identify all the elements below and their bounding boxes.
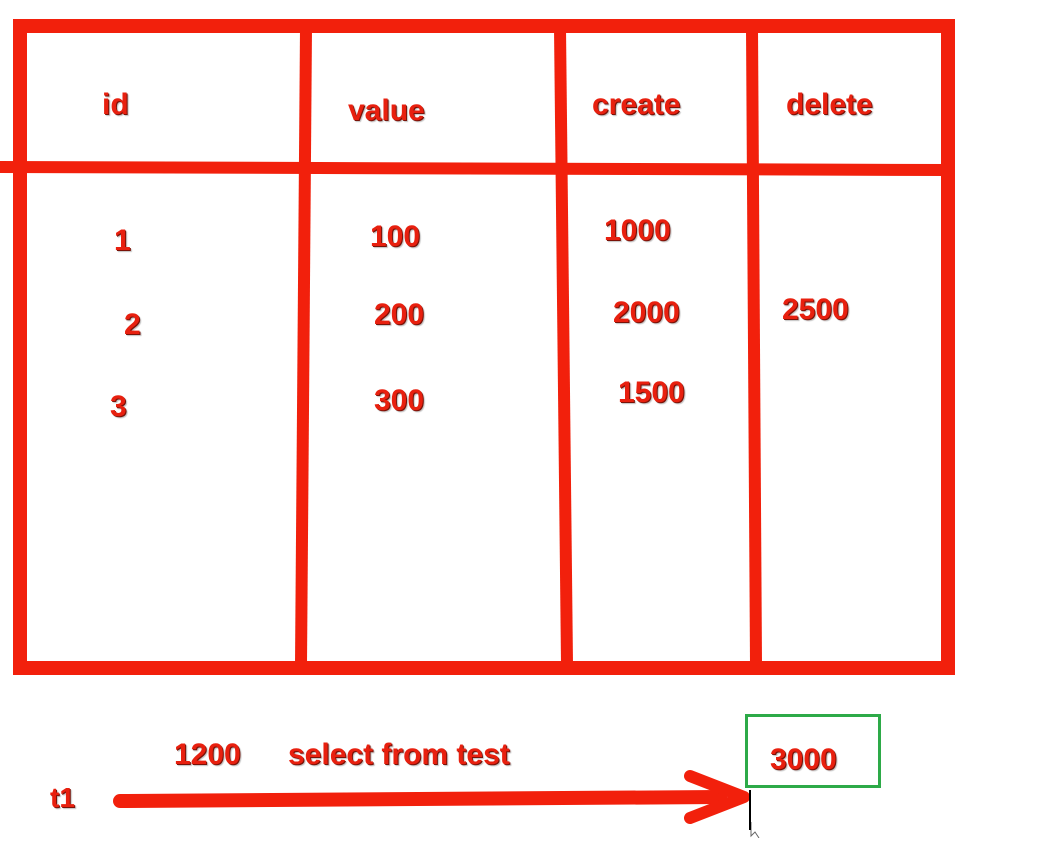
timeline-time: 1200: [174, 738, 241, 771]
row-1-create: 1000: [604, 214, 671, 247]
row-2-value: 200: [374, 298, 425, 331]
header-separator: [0, 161, 954, 176]
row-2-create: 2000: [613, 296, 680, 329]
timeline-arrowhead: [684, 770, 750, 824]
column-divider-3: [746, 27, 762, 665]
header-id: id: [102, 88, 129, 121]
highlight-box: [745, 714, 881, 788]
timeline-arrow-shaft: [113, 790, 727, 808]
row-2-delete: 2500: [782, 293, 849, 326]
column-divider-2: [554, 27, 573, 665]
header-delete: delete: [786, 88, 873, 121]
table-outer-border: [13, 19, 955, 675]
boxed-value: 3000: [770, 743, 837, 776]
row-3-value: 300: [374, 384, 425, 417]
header-create: create: [592, 88, 681, 121]
row-1-id: 1: [114, 224, 131, 257]
row-3-create: 1500: [618, 376, 685, 409]
row-2-id: 2: [124, 308, 141, 341]
timeline-label: t1: [50, 782, 75, 813]
column-divider-1: [295, 27, 312, 665]
row-3-id: 3: [110, 390, 127, 423]
timeline-query: select from test: [288, 738, 510, 771]
text-cursor: [749, 790, 751, 830]
row-1-value: 100: [370, 220, 421, 253]
mouse-cursor-icon: [750, 822, 760, 839]
header-value: value: [348, 94, 425, 127]
